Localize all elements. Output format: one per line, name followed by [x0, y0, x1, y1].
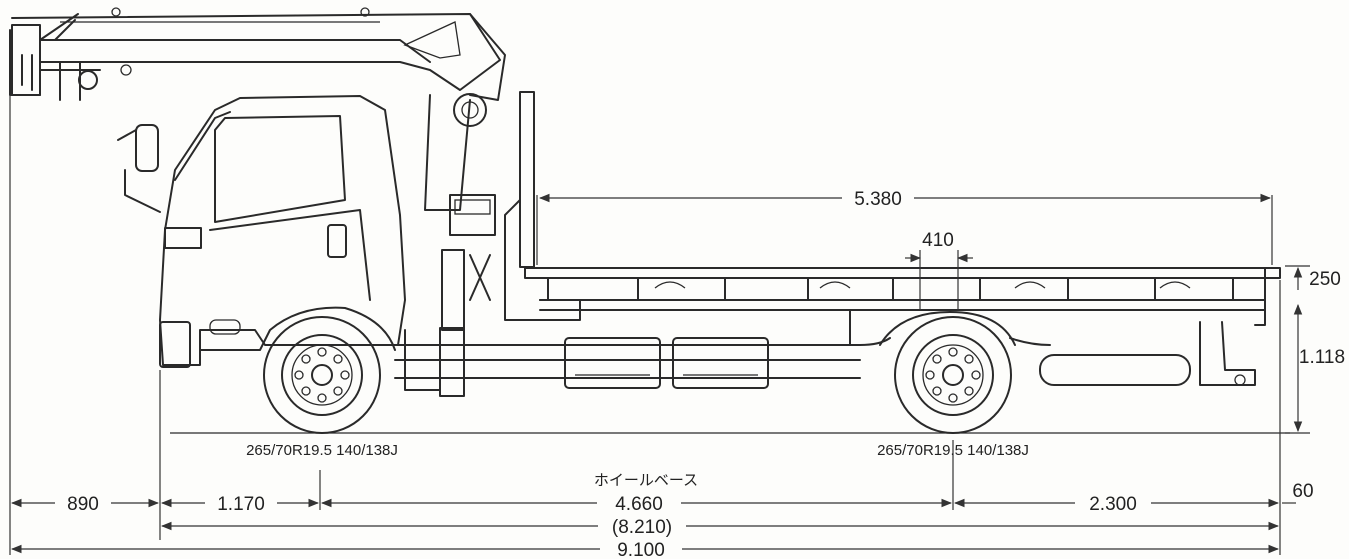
axle-spread-label: 410 [922, 230, 954, 251]
crane-column [424, 91, 581, 397]
front-overhang-label: 890 [67, 494, 99, 515]
crane-boom [9, 7, 506, 101]
frame-height-label: 1.118 [1299, 347, 1345, 368]
wheelbase-value-label: 4.660 [615, 494, 663, 515]
platform-deck [504, 199, 1281, 346]
front-wheel [263, 316, 381, 434]
truck-cab [117, 95, 406, 368]
chassis-frame [394, 321, 1256, 391]
rear-extension-label: 60 [1292, 481, 1313, 502]
front-to-axle-label: 1.170 [217, 494, 265, 515]
label-backgrounds [55, 186, 1151, 558]
deck-offset-label: 250 [1309, 269, 1341, 290]
platform-length-label: 5.380 [854, 189, 902, 210]
rear-tire-label: 265/70R19.5 140/138J [877, 442, 1029, 459]
overall-length-label: 9.100 [617, 540, 665, 559]
body-length-label: (8.210) [612, 517, 672, 538]
wheelbase-caption: ホイールベース [594, 472, 698, 489]
rear-wheel [879, 311, 1016, 434]
rear-overhang-label: 2.300 [1089, 494, 1137, 515]
front-tire-label: 265/70R19.5 140/138J [246, 442, 398, 459]
